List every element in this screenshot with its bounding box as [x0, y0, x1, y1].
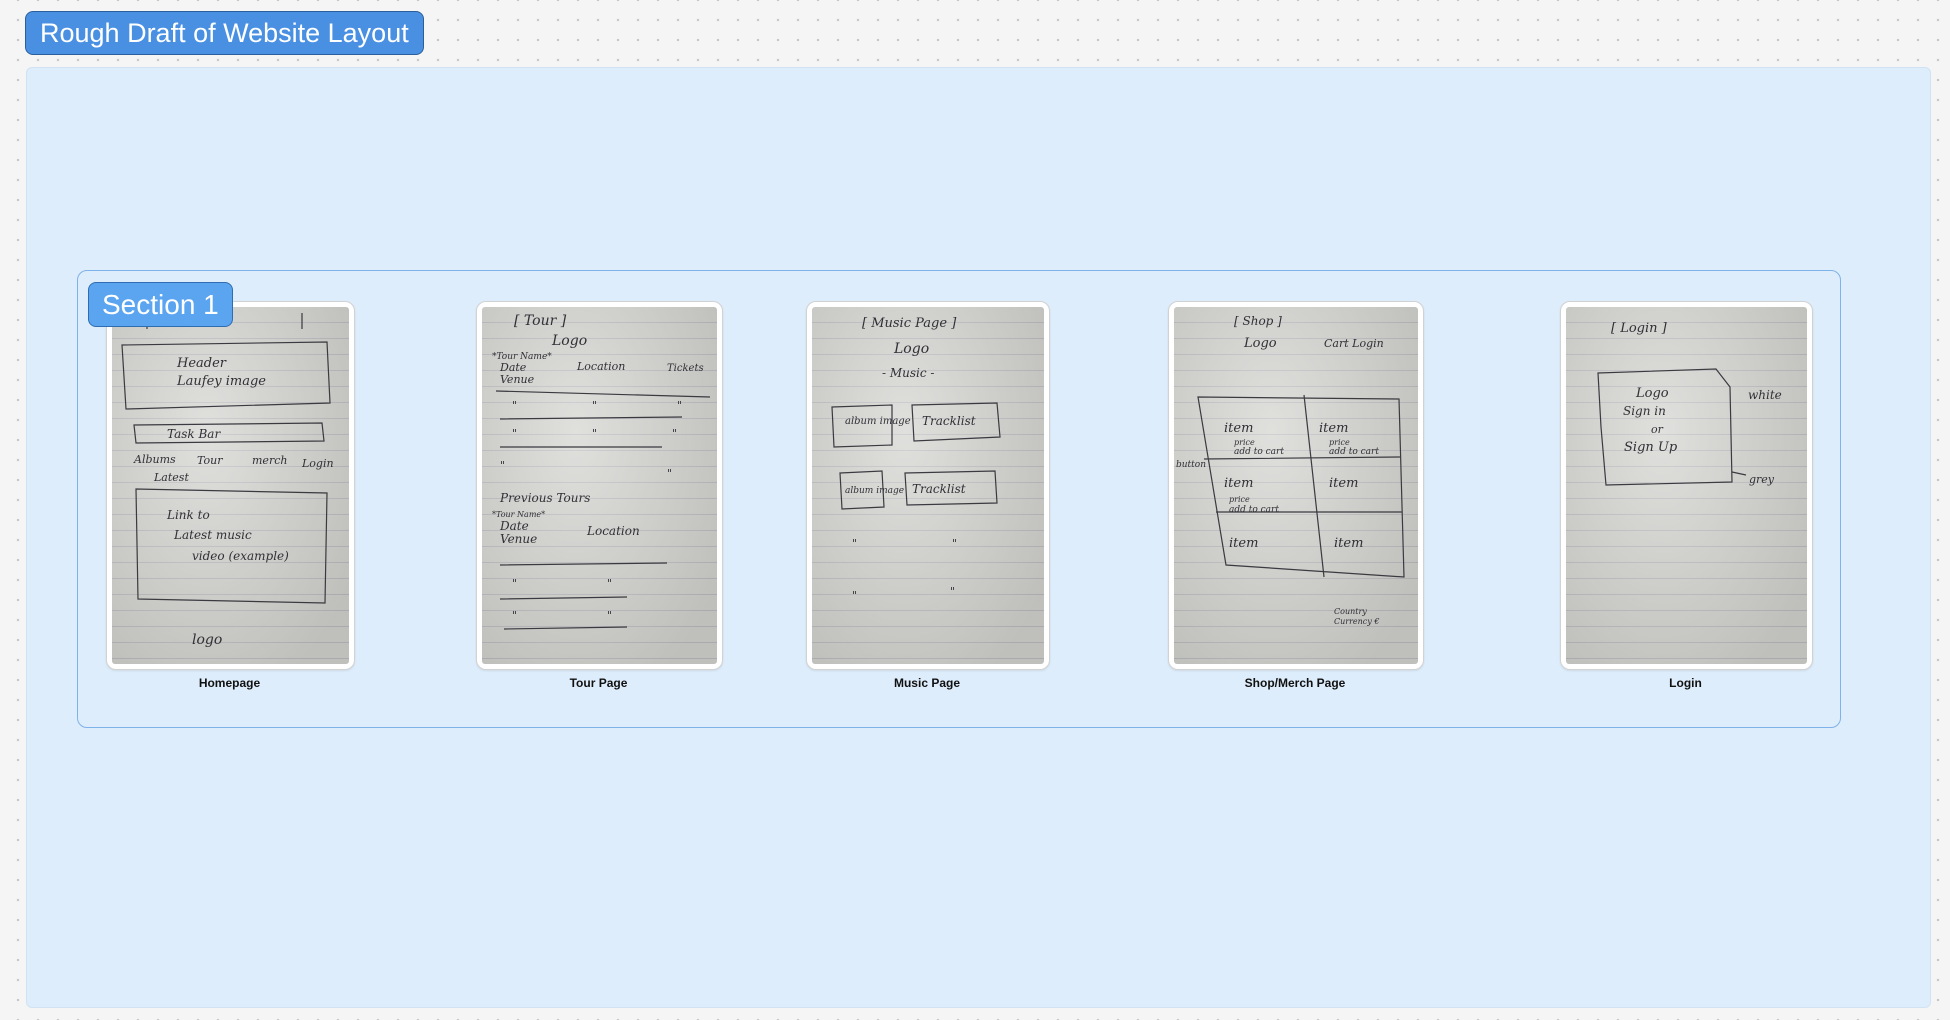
sketch-text: Logo [893, 341, 929, 357]
sketch-text: Laufey image [176, 374, 266, 389]
image-card-tour-page[interactable]: [ Tour ] Logo *Tour Name* Date Location … [476, 301, 723, 670]
sketch-text: price [1229, 495, 1250, 504]
sketch-image-music-page: [ Music Page ] Logo - Music - album imag… [812, 307, 1044, 664]
sketch-text: [ Login ] [1611, 321, 1668, 336]
sketch-text: item [1229, 536, 1258, 551]
sketch-text: - Music - [882, 366, 934, 380]
sketch-text: button [1176, 460, 1206, 470]
sketch-text: Tracklist [922, 414, 976, 428]
sketch-text: item [1224, 476, 1253, 491]
section-label[interactable]: Section 1 [88, 282, 233, 327]
sketch-text: add to cart [1234, 447, 1284, 457]
sketch-text: white [1748, 388, 1782, 402]
sketch-text: grey [1749, 473, 1775, 486]
sketch-text: Country [1334, 607, 1367, 616]
sketch-text: Location [576, 360, 625, 373]
sketch-text: album image [845, 486, 904, 496]
sketch-text: Venue [500, 373, 535, 386]
sketch-text: item [1334, 536, 1363, 551]
sketch-text: " [852, 537, 857, 550]
sketch-image-login: [ Login ] Logo Sign in or Sign Up white … [1566, 307, 1807, 664]
sketch-text: " [512, 609, 517, 622]
sketch-text: " [952, 537, 957, 550]
sketch-text: Latest [153, 471, 189, 484]
sketch-text: Date [499, 519, 529, 533]
sketch-text: Currency € [1334, 617, 1379, 626]
sketch-text: " [512, 427, 517, 440]
sketch-text: *Tour Name* [492, 352, 552, 362]
card-caption: Tour Page [569, 676, 628, 690]
sketch-text: [ Tour ] [514, 313, 567, 329]
sketch-text: " [607, 577, 612, 590]
sketch-text: Logo [1635, 386, 1669, 401]
sketch-text: Date [499, 361, 527, 374]
image-card-login[interactable]: [ Login ] Logo Sign in or Sign Up white … [1560, 301, 1813, 670]
sketch-text: " [677, 399, 682, 412]
sketch-text: *Tour Name* [492, 510, 545, 519]
sketch-text: " [852, 589, 857, 602]
sketch-text: Login [301, 457, 334, 470]
sketch-text: Location [586, 524, 640, 538]
sketch-text: Albums [133, 453, 176, 466]
sketch-text: Task Bar [167, 427, 221, 441]
sketch-text: Cart Login [1324, 337, 1384, 350]
sketch-text: album image [845, 416, 911, 427]
sketch-text: item [1319, 421, 1348, 436]
sketch-text: add to cart [1229, 505, 1279, 515]
sketch-text: " [667, 467, 672, 480]
sketch-text: " [672, 427, 677, 440]
sketch-text: Logo [1243, 336, 1277, 351]
sketch-text: Sign in [1623, 404, 1666, 418]
sketch-text: add to cart [1329, 447, 1379, 457]
sketch-image-tour-page: [ Tour ] Logo *Tour Name* Date Location … [482, 307, 717, 664]
sketch-text: Venue [500, 532, 537, 546]
sketch-text: Tracklist [912, 482, 966, 496]
sketch-text: video (example) [192, 549, 289, 563]
sketch-text: Previous Tours [499, 491, 590, 505]
sketch-image-shop-merch-page: [ Shop ] Logo Cart Login button item pri… [1174, 307, 1418, 664]
sketch-text: [ Shop ] [1234, 314, 1282, 328]
sketch-text: Tour [197, 454, 223, 467]
sketch-text: Tickets [667, 363, 704, 374]
sketch-text: Sign Up [1624, 440, 1678, 455]
sketch-text: item [1224, 421, 1253, 436]
sketch-text: logo [192, 632, 222, 648]
card-caption: Music Page [893, 676, 961, 690]
sketch-text: " [512, 399, 517, 412]
image-card-homepage[interactable]: Header Laufey image Task Bar Albums Tour… [106, 301, 355, 670]
sketch-text: Header [176, 356, 227, 371]
sketch-text: merch [252, 454, 287, 467]
sketch-text: " [592, 399, 597, 412]
sketch-text: Link to [166, 508, 210, 522]
sketch-text: " [592, 427, 597, 440]
card-caption: Login [1669, 676, 1702, 690]
card-caption: Shop/Merch Page [1244, 676, 1346, 690]
sketch-text: price [1234, 438, 1255, 447]
sketch-text: or [1651, 423, 1664, 436]
card-caption: Homepage [198, 676, 261, 690]
sketch-text: " [512, 577, 517, 590]
sketch-text: " [950, 585, 955, 598]
sketch-text: Latest music [173, 528, 252, 542]
sketch-text: " [500, 459, 505, 472]
sketch-text: " [607, 609, 612, 622]
board-title[interactable]: Rough Draft of Website Layout [25, 11, 424, 55]
image-card-music-page[interactable]: [ Music Page ] Logo - Music - album imag… [806, 301, 1050, 670]
section-frame[interactable] [77, 270, 1841, 728]
sketch-text: price [1329, 438, 1350, 447]
sketch-text: item [1329, 476, 1358, 491]
sketch-text: [ Music Page ] [862, 316, 957, 331]
image-card-shop-merch-page[interactable]: [ Shop ] Logo Cart Login button item pri… [1168, 301, 1424, 670]
sketch-image-homepage: Header Laufey image Task Bar Albums Tour… [112, 307, 349, 664]
sketch-text: Logo [551, 333, 587, 349]
